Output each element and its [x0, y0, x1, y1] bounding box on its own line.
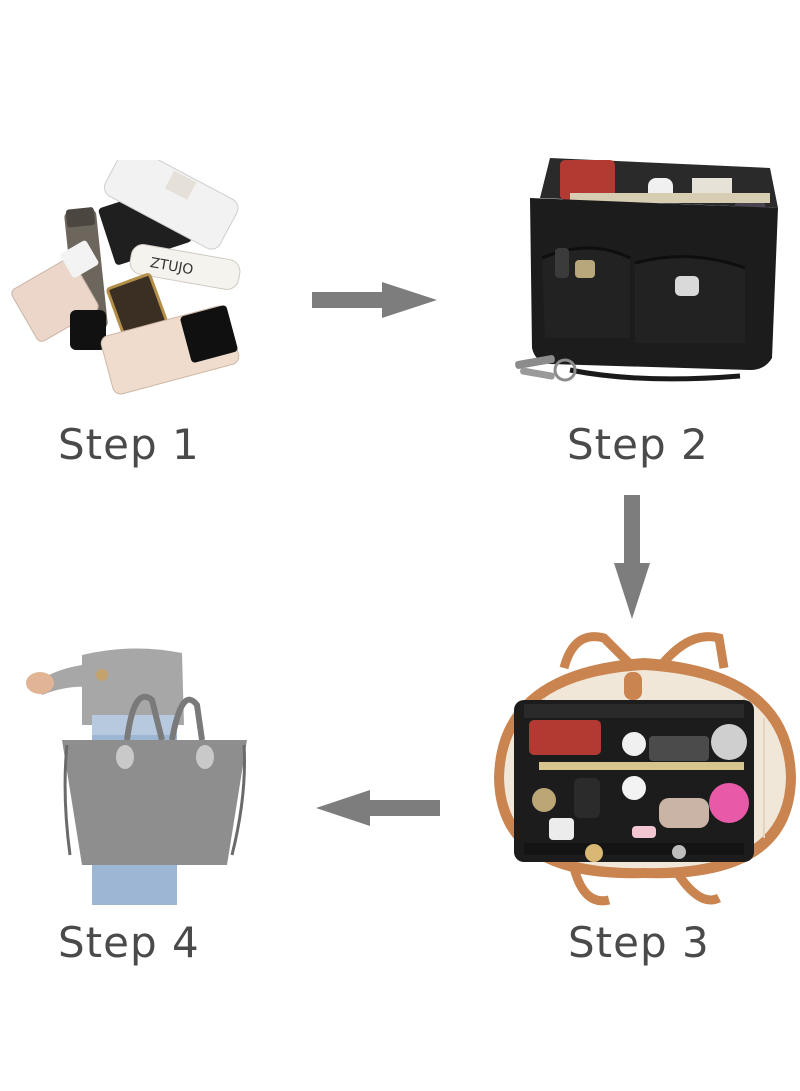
step-2-label: Step 2: [567, 420, 709, 469]
step-3-label: Step 3: [568, 918, 710, 967]
ztujo-brand-text: ZTUJO: [149, 255, 195, 278]
cosmetics-pile-image: ZTUJO: [11, 160, 241, 395]
step-4-label: Step 4: [58, 918, 200, 967]
filled-organizer-image: [515, 158, 778, 382]
arrow-left-icon: [316, 790, 440, 826]
person-with-tote-image: [26, 648, 247, 905]
arrow-down-icon: [614, 495, 650, 619]
arrow-right-icon: [312, 282, 437, 318]
step-1-label: Step 1: [58, 420, 200, 469]
organizer-in-tote-image: [494, 632, 796, 906]
